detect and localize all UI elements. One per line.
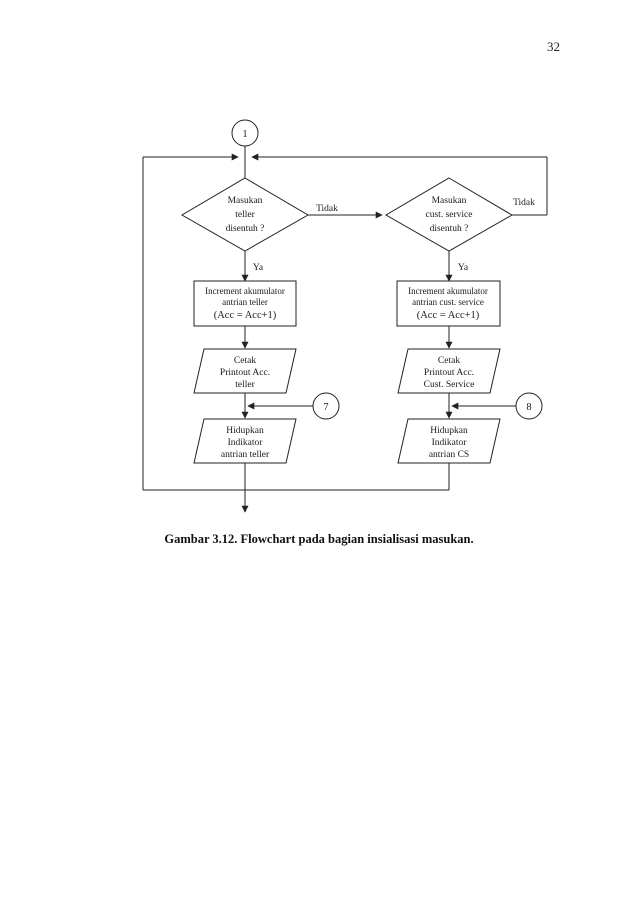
- cs-indicator-box: [397, 418, 501, 464]
- teller-indicator-line3: antrian teller: [221, 450, 270, 460]
- cs-decision: [385, 177, 513, 252]
- cs-process-line3: (Acc = Acc+1): [417, 310, 480, 321]
- teller-print-box: [193, 348, 297, 394]
- connector-1: [231, 119, 259, 147]
- cs-no-label: Tidak: [513, 198, 535, 208]
- teller-decision-line1: Masukan: [228, 196, 263, 206]
- teller-yes-label: Ya: [253, 263, 264, 273]
- teller-process-box: [193, 280, 297, 327]
- connector-7: [312, 392, 340, 420]
- teller-print-line3: teller: [235, 380, 255, 390]
- cs-process-box: [396, 280, 501, 327]
- figure-caption: Gambar 3.12. Flowchart pada bagian insia…: [164, 532, 474, 546]
- connector-7-label: 7: [323, 402, 328, 413]
- cs-process-line1: Increment akumulator: [408, 286, 488, 296]
- teller-decision: [181, 177, 309, 252]
- teller-print-line1: Cetak: [234, 356, 256, 366]
- teller-print-line2: Printout Acc.: [220, 368, 270, 378]
- connector-8-label: 8: [526, 402, 531, 413]
- cs-indicator-line1: Hidupkan: [430, 426, 468, 436]
- teller-decision-line2: teller: [235, 210, 255, 220]
- cs-indicator-line2: Indikator: [432, 438, 468, 448]
- cs-print-line2: Printout Acc.: [424, 368, 474, 378]
- cs-indicator-line3: antrian CS: [429, 450, 469, 460]
- teller-no-label: Tidak: [316, 204, 338, 214]
- teller-indicator-line1: Hidupkan: [226, 426, 264, 436]
- teller-process-line3: (Acc = Acc+1): [214, 310, 277, 321]
- teller-decision-line3: disentuh ?: [226, 224, 265, 234]
- cs-process-line2: antrian cust. service: [412, 297, 484, 307]
- connector-1-label: 1: [242, 129, 247, 140]
- teller-process-line2: antrian teller: [222, 297, 268, 307]
- teller-indicator-line2: Indikator: [228, 438, 264, 448]
- cs-decision-line1: Masukan: [432, 196, 467, 206]
- page-number: 32: [547, 39, 560, 54]
- cs-yes-label: Ya: [458, 263, 469, 273]
- cs-print-line3: Cust. Service: [424, 380, 475, 390]
- teller-process-line1: Increment akumulator: [205, 286, 285, 296]
- cs-decision-line3: disentuh ?: [430, 224, 469, 234]
- cs-print-box: [397, 348, 501, 394]
- cs-print-line1: Cetak: [438, 356, 460, 366]
- teller-indicator-box: [193, 418, 297, 464]
- cs-decision-line2: cust. service: [426, 210, 473, 220]
- connector-8: [515, 392, 543, 420]
